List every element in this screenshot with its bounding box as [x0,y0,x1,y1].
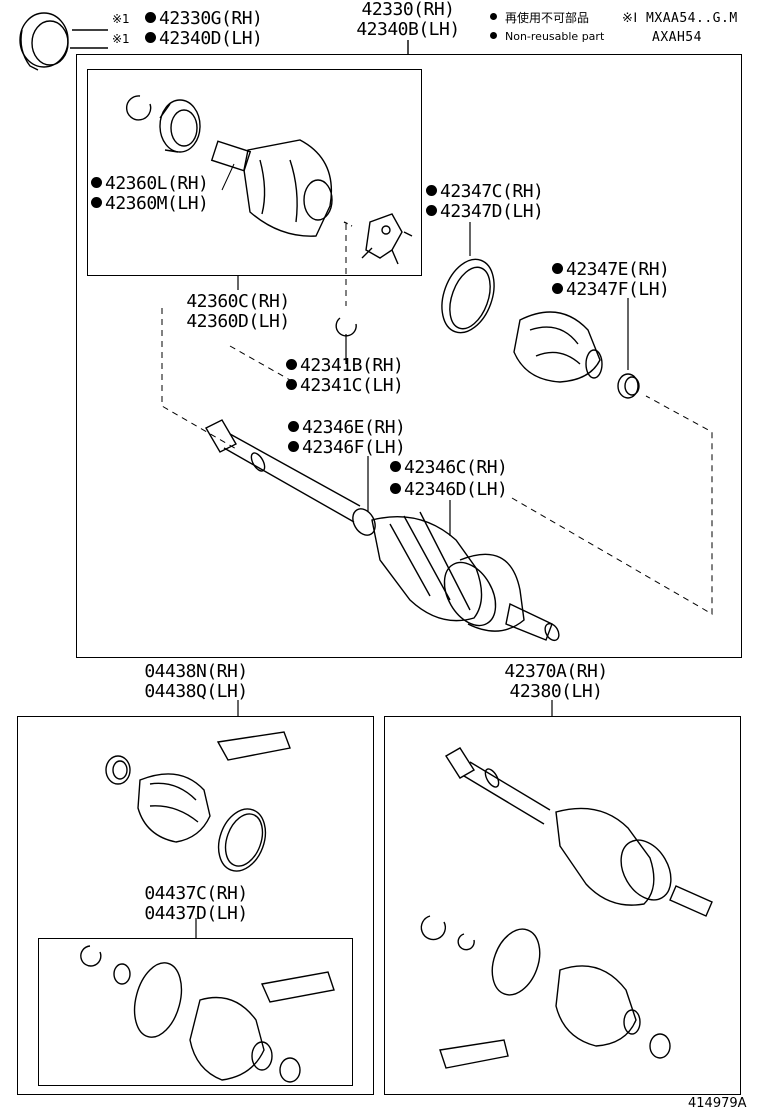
non-reusable-bullet-icon [286,379,297,390]
assembly-42340B-lh[interactable]: 42340B(LH) [356,19,460,40]
part-42360D-lh[interactable]: 42360D(LH) [186,311,290,332]
legend-non-reusable-jp: 再使用不可部品 [490,11,589,26]
non-reusable-bullet-icon [288,441,299,452]
part-42341B-rh[interactable]: 42341B(RH) [286,356,404,376]
part-42347E-rh[interactable]: 42347E(RH) [552,260,670,280]
part-42346F-lh[interactable]: 42346F(LH) [288,438,406,458]
kit-04437D-lh[interactable]: 04437D(LH) [144,903,248,924]
assembly-42330-rh[interactable]: 42330(RH) [361,0,455,20]
legend-non-reusable-en: Non-reusable part [490,29,604,44]
part-42347C-rh[interactable]: 42347C(RH) [426,182,544,202]
note-mark-2: ※1 [112,32,130,46]
leader-lines [195,222,629,938]
boot-kit-inner-illustration [80,945,335,1083]
part-42346D-lh[interactable]: 42346D(LH) [390,480,508,500]
non-reusable-bullet-icon [552,263,563,274]
shaft-42370A-rh[interactable]: 42370A(RH) [504,661,608,682]
bearing-seal-ring-illustration [19,12,108,71]
part-42346E-rh[interactable]: 42346E(RH) [288,418,406,438]
part-42346C-rh[interactable]: 42346C(RH) [390,458,508,478]
shaft-assembly-illustration [420,747,713,1069]
part-42330G-rh[interactable]: 42330G(RH) [145,9,263,29]
part-42341C-lh[interactable]: 42341C(LH) [286,376,404,396]
bullet-icon [490,32,497,39]
legend-models-line1: ※Ⅰ MXAA54..G.M [622,11,738,26]
non-reusable-bullet-icon [145,12,156,23]
part-42360L-rh[interactable]: 42360L(RH) [91,174,209,194]
kit-04437C-rh[interactable]: 04437C(RH) [144,883,248,904]
shaft-assembly-box [384,716,741,1095]
main-assembly-box [76,54,742,658]
part-42340D-lh[interactable]: 42340D(LH) [145,29,263,49]
part-42347F-lh[interactable]: 42347F(LH) [552,280,670,300]
non-reusable-bullet-icon [145,32,156,43]
part-42360M-lh[interactable]: 42360M(LH) [91,194,209,214]
bullet-icon [490,13,497,20]
part-42360C-rh[interactable]: 42360C(RH) [186,291,290,312]
boot-kit-inner-box [38,938,353,1086]
non-reusable-bullet-icon [288,421,299,432]
note-mark-1: ※1 [112,12,130,26]
non-reusable-bullet-icon [91,197,102,208]
inner-joint-illustration [125,95,413,265]
kit-04438Q-lh[interactable]: 04438Q(LH) [144,681,248,702]
main-box-parts [335,258,640,399]
kit-04438N-rh[interactable]: 04438N(RH) [144,661,248,682]
non-reusable-bullet-icon [91,177,102,188]
non-reusable-bullet-icon [426,205,437,216]
legend-models-line2: AXAH54 [652,30,702,45]
reference-dashed-lines [161,224,713,615]
drive-shaft-illustration [205,419,560,642]
non-reusable-bullet-icon [390,483,401,494]
non-reusable-bullet-icon [390,461,401,472]
figure-number: 414979A [688,1096,747,1111]
inner-joint-box [87,69,422,276]
boot-kit-outer-box [17,716,374,1095]
boot-kit-outer-illustration [105,731,291,872]
part-42347D-lh[interactable]: 42347D(LH) [426,202,544,222]
non-reusable-bullet-icon [426,185,437,196]
non-reusable-bullet-icon [552,283,563,294]
non-reusable-bullet-icon [286,359,297,370]
shaft-42380-lh[interactable]: 42380(LH) [509,681,603,702]
